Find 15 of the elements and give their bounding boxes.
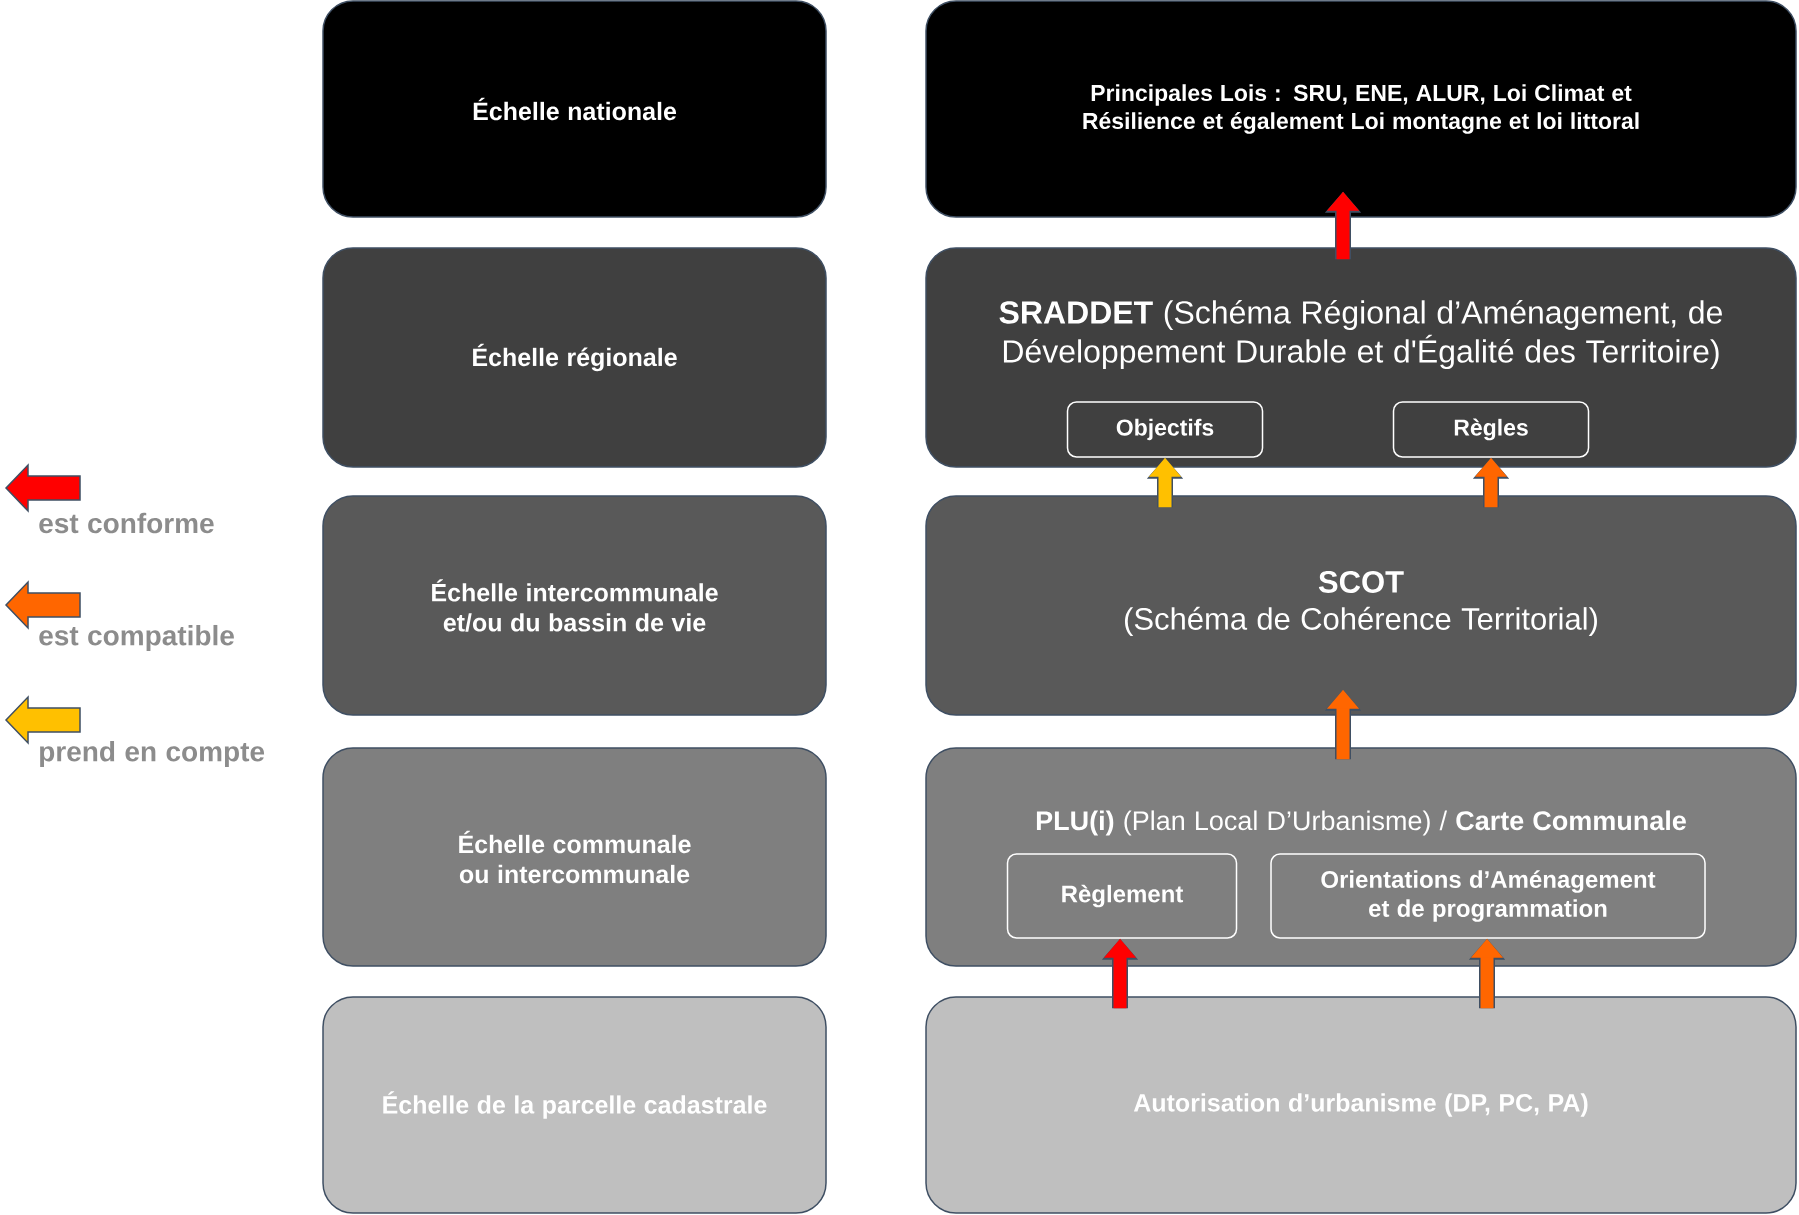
sub-box: Objectifs <box>1066 401 1264 458</box>
sub-box: Règles <box>1392 401 1590 458</box>
legend-text: prend en compte <box>40 740 265 768</box>
level-box: Autorisation d’urbanisme (DP, PC, PA) <box>925 996 1797 1214</box>
level-box: Échelle régionale <box>322 247 827 468</box>
sub-box: Règlement <box>1006 853 1238 939</box>
legend-text: est compatible <box>39 624 234 652</box>
legend-text: est conforme <box>39 512 214 534</box>
level-box: Échelle nationale <box>322 0 827 218</box>
level-box: SCOT (Schéma de Cohérence Territorial) <box>925 495 1797 716</box>
level-box: Échelle intercommunale et/ou du bassin de vie <box>322 495 827 716</box>
level-box: Échelle communale ou intercommunale <box>322 747 827 967</box>
level-box: Échelle de la parcelle cadastrale <box>322 996 827 1214</box>
level-box: Principales Lois : SRU, ENE, ALUR, Loi Climat et Résilience et également Loi montagne et loi littoral <box>925 0 1797 218</box>
sub-box: Orientations d’Aménagement et de programmation <box>1270 853 1706 939</box>
